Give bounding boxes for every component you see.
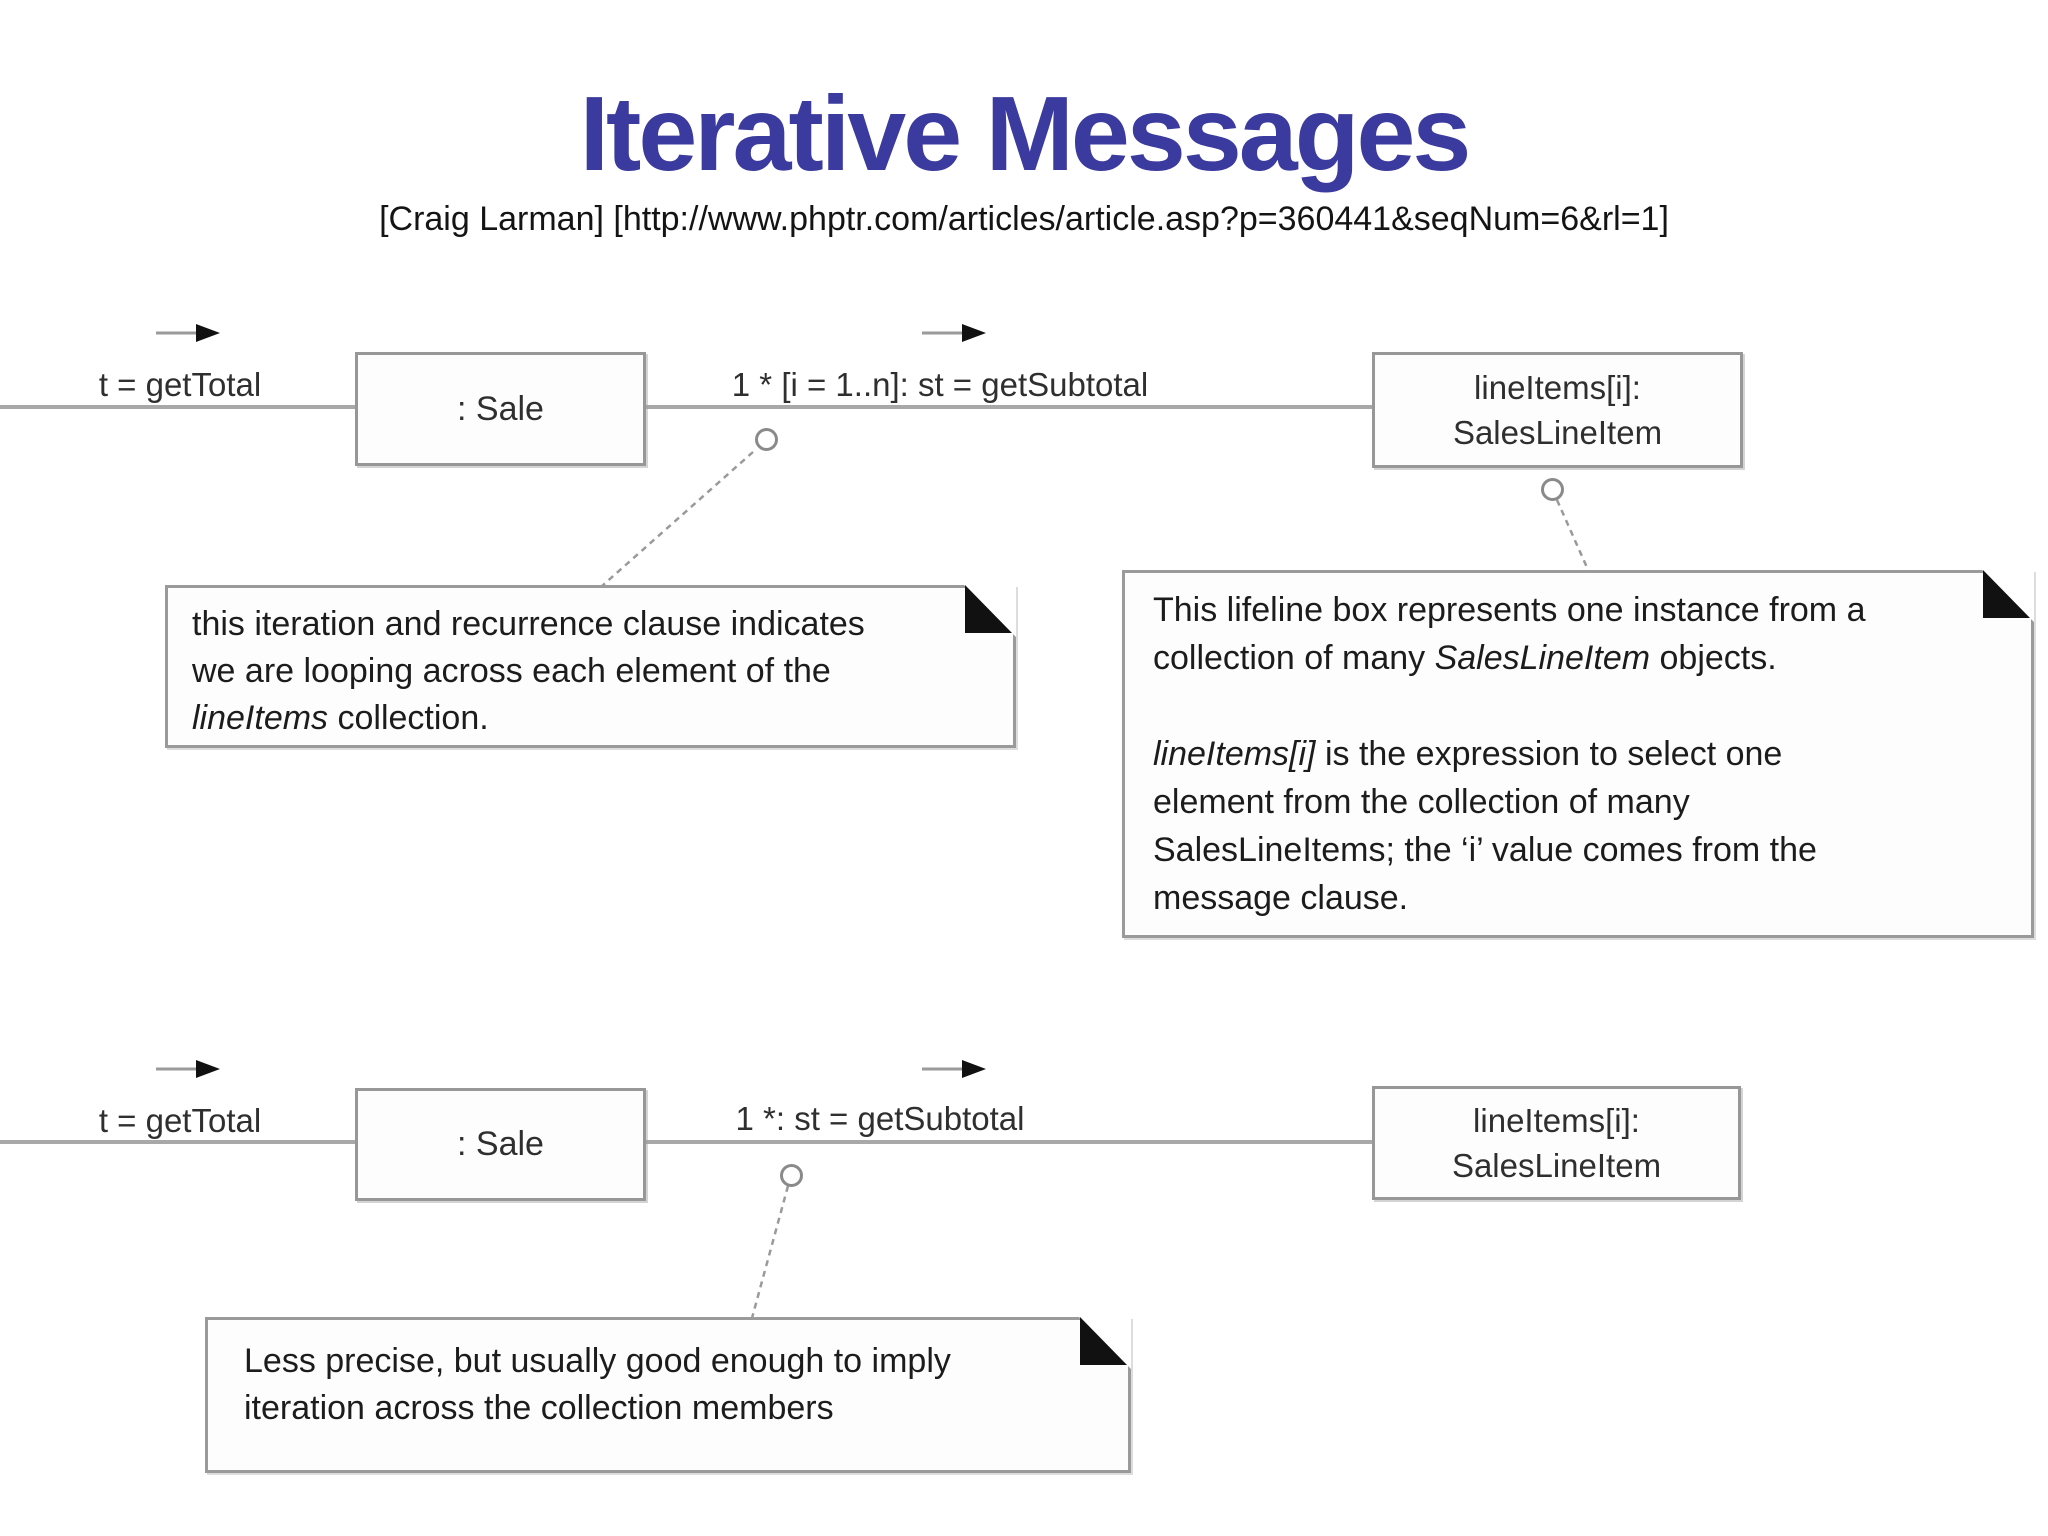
object-box-sale: : Sale: [355, 352, 646, 466]
circle-icon: [1541, 478, 1564, 501]
object-label: SalesLineItem: [1452, 414, 1663, 451]
arrow-right-icon: [922, 324, 986, 342]
uml-note-less-precise: Less precise, but usually good enough to…: [205, 1317, 1131, 1473]
object-box-saleslineitem: lineItems[i]: SalesLineItem: [1372, 1086, 1741, 1200]
note-line: Less precise, but usually good enough to…: [244, 1342, 951, 1380]
note-connector-line: [750, 1185, 790, 1319]
object-label: SalesLineItem: [1451, 1147, 1662, 1184]
message-link-line: [0, 1140, 1372, 1144]
object-label: lineItems[i]:: [1474, 369, 1641, 406]
note-line: element from the collection of many: [1153, 783, 1690, 821]
uml-note-iteration-clause: this iteration and recurrence clause ind…: [165, 585, 1016, 748]
note-fold-icon: [964, 585, 1016, 637]
note-line: SalesLineItems; the ‘i’ value comes from…: [1153, 831, 1817, 869]
object-box-sale: : Sale: [355, 1088, 646, 1201]
note-line: we are looping across each element of th…: [192, 652, 831, 690]
object-label: lineItems[i]:: [1473, 1102, 1640, 1139]
note-line: message clause.: [1153, 879, 1409, 917]
note-fold-icon: [1982, 570, 2034, 622]
note-line: collection of many SalesLineItem objects…: [1153, 639, 1777, 677]
slide-title: Iterative Messages: [579, 75, 1472, 193]
note-connector-line: [601, 451, 754, 587]
note-line: lineItems collection.: [192, 699, 489, 737]
note-line: This lifeline box represents one instanc…: [1153, 591, 1866, 629]
message-link-line: [0, 405, 1372, 409]
note-line: lineItems[i] is the expression to select…: [1153, 735, 1783, 773]
object-label: : Sale: [457, 389, 544, 428]
uml-note-lifeline-box: This lifeline box represents one instanc…: [1122, 570, 2034, 938]
object-label: : Sale: [457, 1125, 544, 1163]
note-blank-line: [1153, 682, 2007, 730]
arrow-right-icon: [922, 1060, 986, 1078]
object-box-saleslineitem: lineItems[i]: SalesLineItem: [1372, 352, 1743, 468]
note-line: iteration across the collection members: [244, 1389, 834, 1427]
message-label-gettotal: t = getTotal: [98, 1102, 262, 1139]
arrow-right-icon: [156, 324, 220, 342]
message-label-getsubtotal-iter: 1 * [i = 1..n]: st = getSubtotal: [731, 366, 1149, 403]
message-label-gettotal: t = getTotal: [98, 366, 262, 403]
note-connector-line: [1555, 499, 1591, 573]
arrow-right-icon: [156, 1060, 220, 1078]
message-label-getsubtotal-simple: 1 *: st = getSubtotal: [735, 1100, 1025, 1137]
note-fold-icon: [1079, 1317, 1131, 1369]
circle-icon: [755, 428, 778, 451]
circle-icon: [780, 1164, 803, 1187]
slide-subtitle: [Craig Larman] [http://www.phptr.com/art…: [379, 200, 1669, 238]
note-line: this iteration and recurrence clause ind…: [192, 605, 865, 643]
